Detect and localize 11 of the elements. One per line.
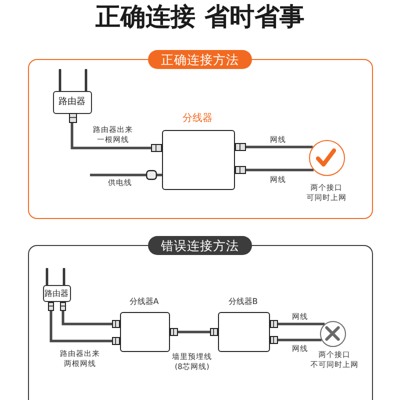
splitter-label: 分线器 — [182, 112, 214, 124]
splitter-label: 分线器A — [128, 296, 160, 306]
status-circle — [320, 320, 346, 346]
splitter-label: 分线器B — [227, 296, 259, 306]
section-tab: 错误连接方法 — [148, 236, 252, 254]
status-circle — [308, 140, 344, 176]
cable-line — [90, 174, 162, 176]
section-tab: 正确连接方法 — [148, 50, 252, 68]
page-title: 正确连接 省时省事 — [94, 1, 306, 32]
router-box: 路由器 — [52, 90, 92, 114]
router-box: 路由器 — [42, 284, 70, 302]
